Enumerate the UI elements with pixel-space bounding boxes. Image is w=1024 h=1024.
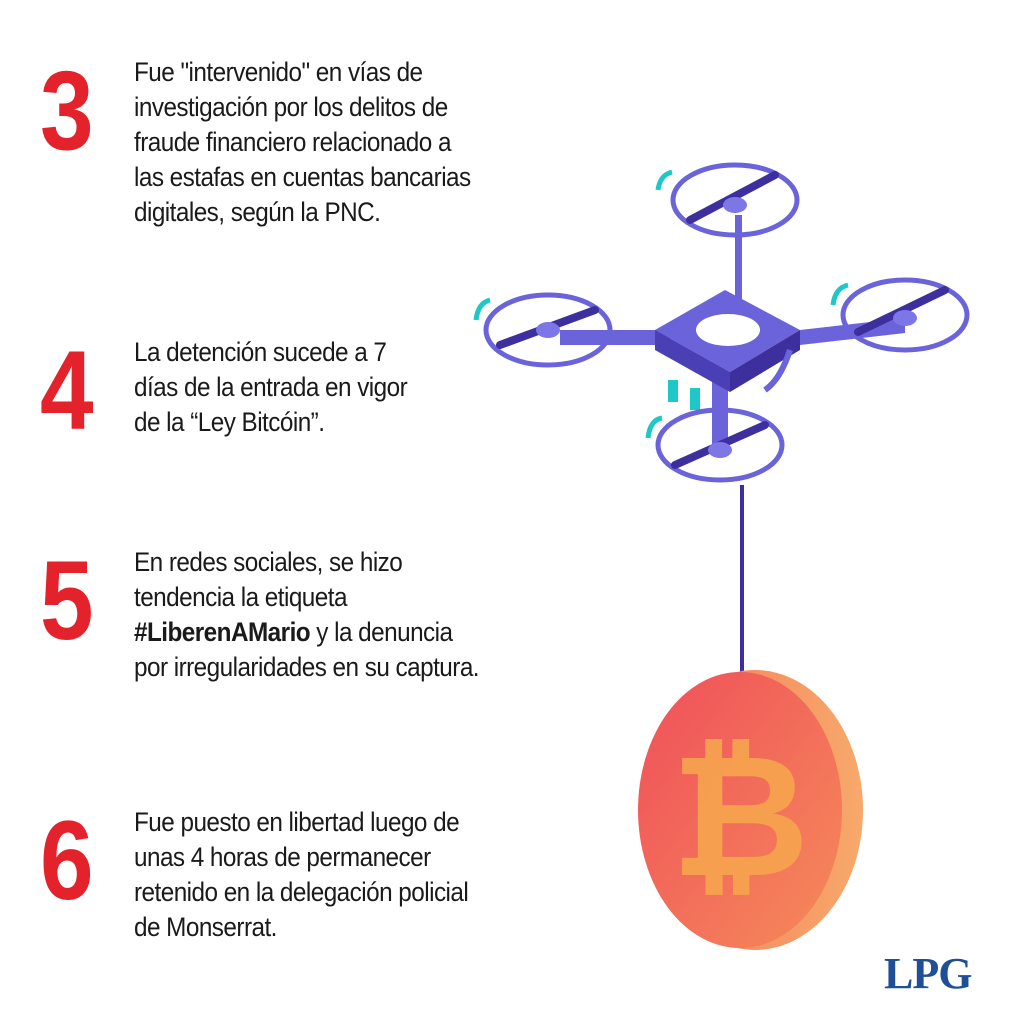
fact-line: las estafas en cuentas bancarias [134, 162, 471, 192]
fact-line: Fue "intervenido" en vías de [134, 57, 423, 87]
fact-number: 4 [40, 328, 94, 453]
fact-line-tail: y la denuncia [316, 617, 453, 647]
fact-line: En redes sociales, se hizo [134, 547, 403, 577]
fact-text: Fue "intervenido" en vías de investigaci… [134, 55, 471, 230]
fact-number: 6 [40, 798, 94, 923]
svg-text:₿: ₿ [671, 718, 810, 916]
fact-line: La detención sucede a 7 [134, 337, 387, 367]
fact-line: unas 4 horas de permanecer [134, 842, 431, 872]
fact-text: La detención sucede a 7 días de la entra… [134, 335, 408, 440]
lpg-logo: LPG [884, 949, 972, 998]
fact-number: 3 [40, 48, 94, 173]
fact-line: digitales, según la PNC. [134, 197, 381, 227]
fact-line: retenido en la delegación policial [134, 877, 469, 907]
fact-text: En redes sociales, se hizo tendencia la … [134, 545, 480, 685]
fact-line: investigación por los delitos de [134, 92, 448, 122]
fact-text: Fue puesto en libertad luego de unas 4 h… [134, 805, 469, 945]
fact-line: Fue puesto en libertad luego de [134, 807, 460, 837]
fact-line: de la “Ley Bitcóin”. [134, 407, 325, 437]
fact-line: fraude financiero relacionado a [134, 127, 451, 157]
fact-line: días de la entrada en vigor [134, 372, 408, 402]
fact-line: tendencia la etiqueta [134, 582, 347, 612]
fact-line: de Monserrat. [134, 912, 277, 942]
fact-number: 5 [40, 538, 94, 663]
hashtag-label: #LiberenAMario [134, 617, 311, 647]
fact-line-hashtag: #LiberenAMario y la denuncia [134, 615, 479, 650]
bitcoin-coin-icon: ₿ [638, 670, 863, 950]
fact-line: por irregularidades en su captura. [134, 652, 480, 682]
drone-icon [473, 162, 970, 680]
